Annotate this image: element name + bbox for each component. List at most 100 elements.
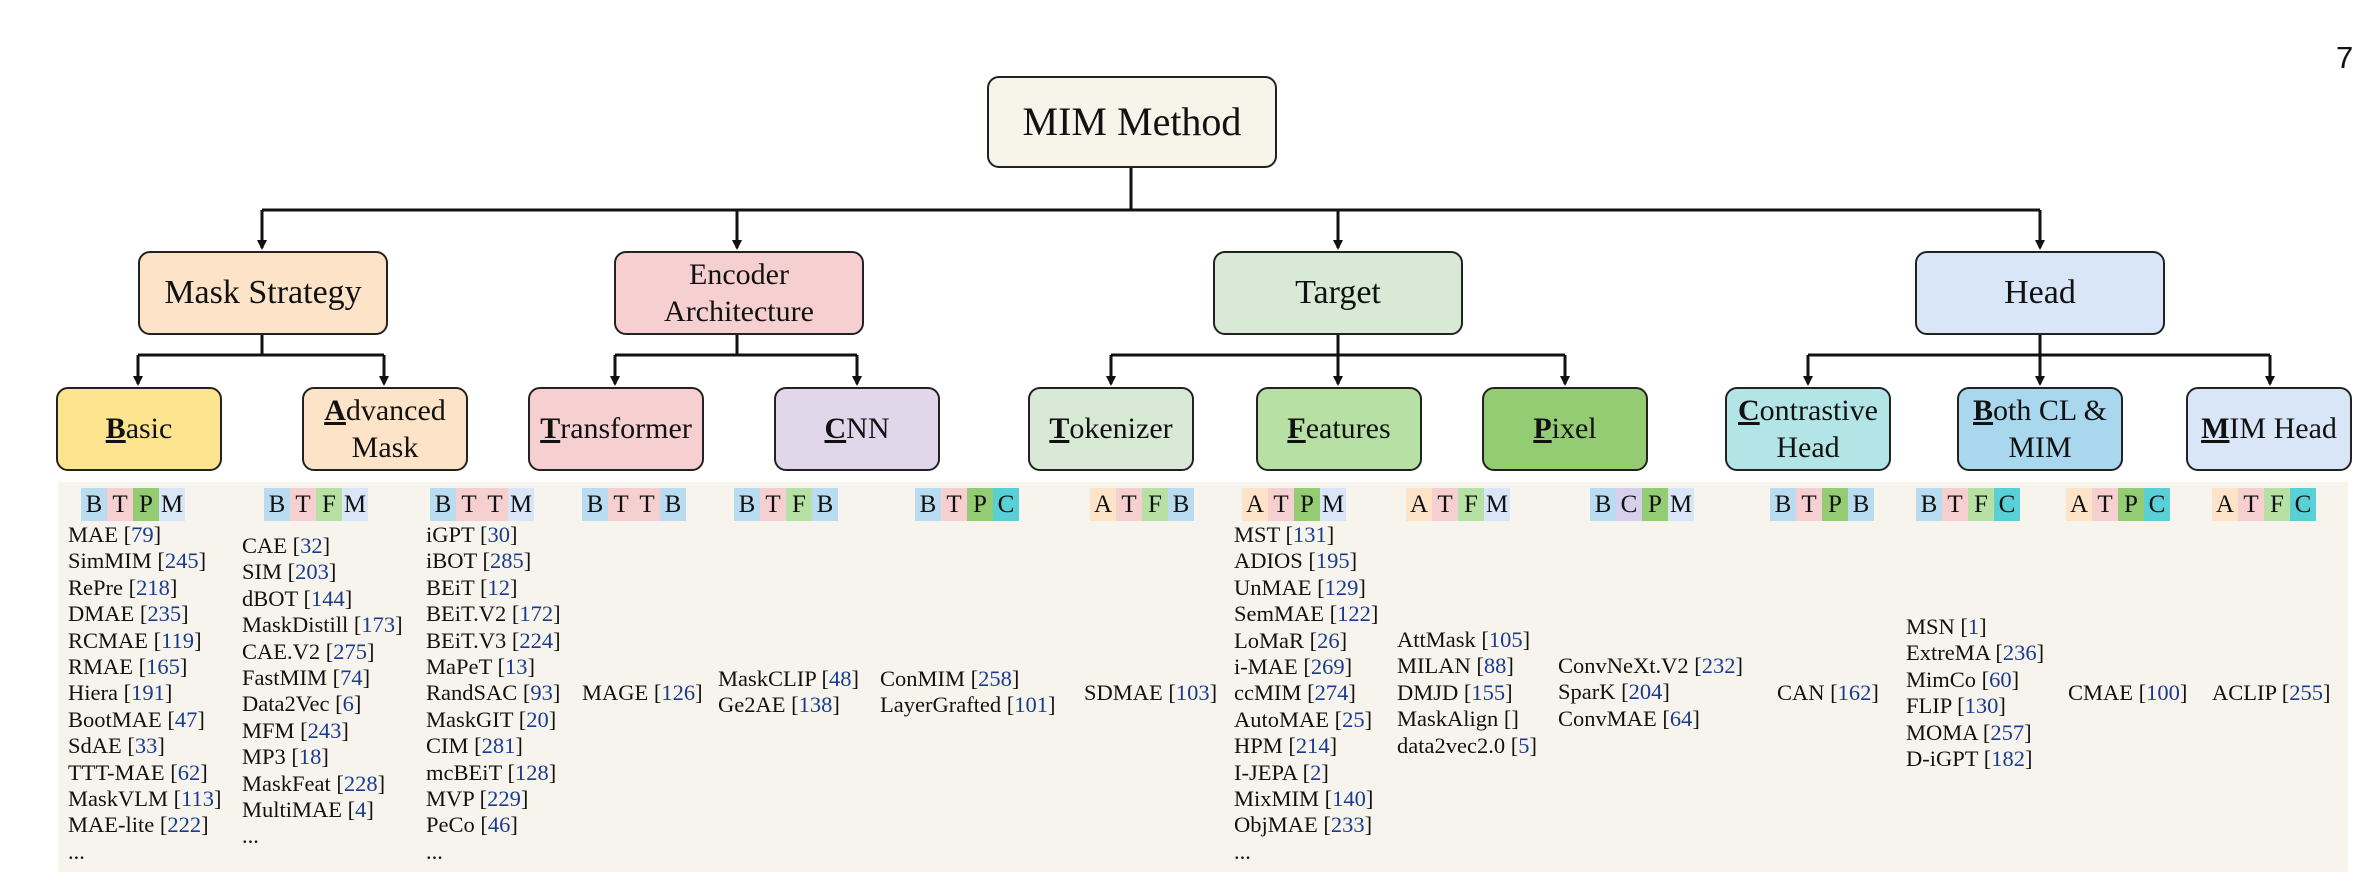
citation-ref: 255 bbox=[2289, 680, 2324, 705]
citation-ref: 236 bbox=[2002, 640, 2037, 666]
tag-b: B bbox=[81, 488, 107, 521]
method-item: D-iGPT [182] bbox=[1906, 746, 2033, 772]
method-name: MOMA bbox=[1906, 719, 1978, 745]
method-name: CIM bbox=[426, 733, 469, 759]
category-label: Target bbox=[1295, 273, 1381, 311]
citation-ref: 229 bbox=[487, 786, 521, 812]
citation-ref: 128 bbox=[514, 759, 549, 785]
citation-ref: 165 bbox=[146, 654, 180, 680]
method-list: CAE [32]SIM [203]dBOT [144]MaskDistill [… bbox=[242, 533, 403, 850]
method-name: CAE.V2 bbox=[242, 638, 321, 664]
method-name: UnMAE bbox=[1234, 574, 1312, 600]
sub-initial: M bbox=[2201, 412, 2230, 446]
method-item: ... bbox=[426, 839, 561, 865]
method-item: CIM [281] bbox=[426, 733, 523, 759]
sub-both-cl-mim: Both CL & MIM bbox=[1957, 387, 2123, 471]
citation-ref: 232 bbox=[1701, 653, 1736, 678]
method-item: MVP [229] bbox=[426, 786, 529, 812]
method-name: ACLIP bbox=[2212, 680, 2277, 705]
citation-ref: 113 bbox=[181, 786, 215, 812]
method-item: ConvNeXt.V2 [232] bbox=[1558, 653, 1743, 678]
method-item: MaskAlign [] bbox=[1397, 706, 1519, 732]
sub-rest: ransformer bbox=[560, 412, 692, 446]
method-item: FLIP [130] bbox=[1906, 693, 2006, 719]
category-label: Mask Strategy bbox=[164, 273, 362, 311]
tag-m: M bbox=[1320, 488, 1346, 521]
method-name: BEiT.V3 bbox=[426, 627, 507, 653]
citation-ref: 235 bbox=[147, 601, 182, 627]
citation-ref: 191 bbox=[131, 680, 165, 706]
method-item: HPM [214] bbox=[1234, 733, 1338, 759]
method-name: i-MAE bbox=[1234, 654, 1298, 680]
method-item: Data2Vec [6] bbox=[242, 691, 362, 717]
tag-f: F bbox=[2264, 488, 2290, 521]
method-name: FLIP bbox=[1906, 693, 1952, 719]
category-head: Head bbox=[1915, 251, 2165, 335]
method-item: RePre [218] bbox=[68, 574, 178, 600]
method-name: Ge2AE bbox=[718, 692, 786, 718]
method-item: iGPT [30] bbox=[426, 522, 518, 547]
method-item: ConvMAE [64] bbox=[1558, 705, 1700, 731]
citation-ref: 155 bbox=[1471, 679, 1506, 705]
method-item: BootMAE [47] bbox=[68, 706, 205, 732]
method-name: ... bbox=[1234, 838, 1251, 864]
method-name: LoMaR bbox=[1234, 627, 1304, 653]
citation-ref: 32 bbox=[300, 533, 323, 558]
tag-c: C bbox=[2144, 488, 2170, 521]
tag-t: T bbox=[1796, 488, 1822, 521]
method-name: ADIOS bbox=[1234, 548, 1303, 574]
tag-t: T bbox=[2092, 488, 2118, 521]
method-list: MAE [79]SimMIM [245]RePre [218]DMAE [235… bbox=[68, 522, 222, 865]
method-name: SDMAE bbox=[1084, 680, 1163, 705]
method-item: ... bbox=[1234, 839, 1378, 865]
citation-ref: 257 bbox=[1990, 719, 2025, 745]
sub-features: Features bbox=[1256, 387, 1422, 471]
tag-c: C bbox=[993, 488, 1019, 521]
method-name: BootMAE bbox=[68, 706, 162, 732]
method-name: AutoMAE bbox=[1234, 706, 1329, 732]
method-name: SimMIM bbox=[68, 548, 152, 574]
method-name: RCMAE bbox=[68, 627, 149, 653]
method-item: MaskFeat [228] bbox=[242, 770, 386, 796]
method-item: SimMIM [245] bbox=[68, 548, 207, 574]
method-name: SparK bbox=[1558, 679, 1616, 705]
sub-pixel: Pixel bbox=[1482, 387, 1648, 471]
citation-ref: 129 bbox=[1324, 574, 1359, 600]
citation-ref: 2 bbox=[1310, 759, 1322, 785]
citation-ref: 74 bbox=[340, 665, 363, 691]
citation-ref: 64 bbox=[1669, 705, 1693, 731]
tag-b: B bbox=[1590, 488, 1616, 521]
method-name: MSN bbox=[1906, 614, 1955, 639]
method-item: SemMAE [122] bbox=[1234, 601, 1379, 627]
tag-p: P bbox=[133, 488, 159, 521]
tag-p: P bbox=[1822, 488, 1848, 521]
method-list: CMAE [100] bbox=[2068, 680, 2187, 706]
method-list: MaskCLIP [48]Ge2AE [138] bbox=[718, 666, 859, 719]
method-item: PeCo [46] bbox=[426, 812, 518, 838]
citation-ref: 218 bbox=[136, 574, 170, 600]
sub-initial: B bbox=[1973, 393, 1994, 427]
tag-t: T bbox=[1942, 488, 1968, 521]
sub-initial: C bbox=[1738, 393, 1760, 427]
method-name: MAE bbox=[68, 522, 118, 547]
method-item: BEiT.V2 [172] bbox=[426, 601, 561, 627]
method-item: LayerGrafted [101] bbox=[880, 692, 1056, 718]
method-item: RCMAE [119] bbox=[68, 627, 202, 653]
tag-t: T bbox=[1116, 488, 1142, 521]
tag-b: B bbox=[660, 488, 686, 521]
tag-b: B bbox=[1848, 488, 1874, 521]
tag-t: T bbox=[760, 488, 786, 521]
method-name: ExtreMA bbox=[1906, 640, 1990, 666]
method-name: MimCo bbox=[1906, 666, 1977, 692]
tag-m: M bbox=[342, 488, 368, 521]
method-item: i-MAE [269] bbox=[1234, 654, 1353, 680]
method-name: LayerGrafted bbox=[880, 692, 1002, 718]
method-name: data2vec2.0 bbox=[1397, 732, 1506, 758]
citation-ref: 12 bbox=[487, 574, 510, 600]
method-name: RandSAC bbox=[426, 680, 518, 706]
